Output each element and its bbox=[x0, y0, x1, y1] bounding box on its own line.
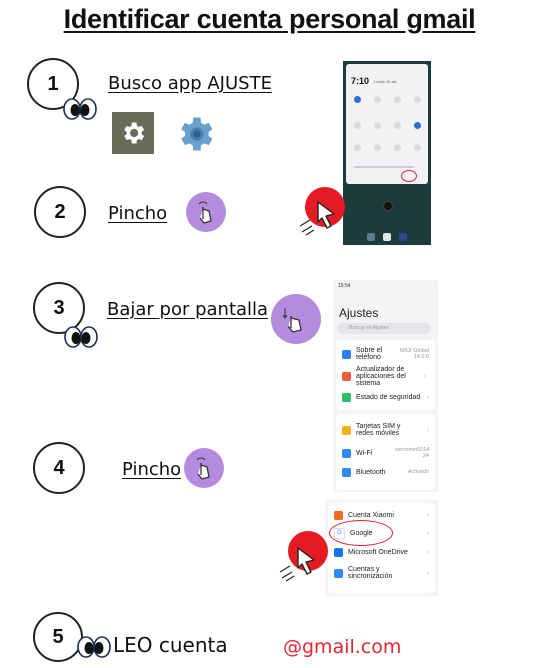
toggle-icon bbox=[354, 96, 361, 103]
settings-item[interactable]: Actualizador de aplicaciones del sistema… bbox=[336, 366, 435, 387]
step-3-number: 3 bbox=[33, 282, 85, 334]
eyes-icon bbox=[63, 98, 97, 120]
step-4-number: 4 bbox=[33, 442, 85, 494]
toggle-icon bbox=[394, 144, 401, 151]
accounts-screenshot: Cuenta Xiaomi › G Google › Microsoft One… bbox=[325, 500, 438, 596]
chevron-right-icon: › bbox=[426, 426, 429, 434]
settings-item[interactable]: Estado de seguridad › bbox=[336, 390, 435, 404]
step-4-label: Pincho bbox=[122, 459, 182, 480]
settings-item[interactable]: Bluetooth Activado bbox=[336, 464, 435, 480]
step-3-label: Bajar por pantalla bbox=[107, 299, 269, 320]
step-2-label: Pincho bbox=[108, 203, 168, 224]
cursor-hand-icon bbox=[299, 201, 335, 236]
quick-settings-panel: 7:10 Lunes 15 dic bbox=[346, 64, 428, 184]
tap-gesture-icon bbox=[186, 192, 226, 232]
toggle-icon bbox=[354, 122, 361, 129]
chevron-right-icon: › bbox=[426, 529, 429, 537]
phone-quick-settings-screenshot: 7:10 Lunes 15 dic bbox=[343, 61, 431, 245]
scroll-gesture-icon bbox=[271, 294, 321, 344]
swipe-finger-icon bbox=[282, 308, 302, 333]
toggle-icon bbox=[374, 122, 381, 129]
step-1-label: Busco app AJUSTE bbox=[108, 73, 272, 94]
settings-group-1 bbox=[336, 340, 435, 410]
toggle-icon bbox=[414, 122, 421, 129]
tap-finger-icon bbox=[196, 457, 210, 480]
toggle-icon bbox=[394, 122, 401, 129]
settings-search-field: Buscar en Ajustes bbox=[337, 323, 431, 334]
security-icon bbox=[342, 392, 351, 402]
step-5-label: LEO cuenta bbox=[113, 633, 228, 657]
dock-app-icon bbox=[383, 233, 391, 241]
settings-gear-highlight bbox=[401, 170, 417, 182]
account-item[interactable]: Cuentas y sincronización › bbox=[328, 562, 435, 584]
tap-finger-icon bbox=[198, 201, 212, 224]
settings-group-2 bbox=[336, 414, 435, 490]
dock-app-icon bbox=[367, 233, 375, 241]
clock-date: Lunes 15 dic bbox=[374, 79, 397, 84]
eyes-icon bbox=[77, 636, 111, 658]
step-5-number: 5 bbox=[33, 612, 83, 662]
step-2-number: 2 bbox=[34, 186, 86, 238]
phone-info-icon bbox=[342, 349, 351, 359]
toggle-icon bbox=[374, 144, 381, 151]
account-item[interactable]: Microsoft OneDrive › bbox=[328, 545, 435, 559]
settings-item[interactable]: Wi-Fi sercomin0014 24 bbox=[336, 444, 435, 462]
toggle-icon bbox=[394, 96, 401, 103]
chevron-right-icon: › bbox=[426, 569, 429, 577]
settings-app-icon-dark bbox=[112, 112, 154, 154]
chevron-right-icon: › bbox=[426, 393, 429, 401]
page-title: Identificar cuenta personal gmail bbox=[63, 4, 476, 34]
update-icon bbox=[342, 371, 351, 381]
google-highlight bbox=[329, 520, 393, 546]
settings-item[interactable]: Tarjetas SIM y redes móviles › bbox=[336, 420, 435, 440]
bluetooth-icon bbox=[342, 467, 351, 477]
step-1-number: 1 bbox=[27, 58, 79, 110]
settings-item[interactable]: Sobre el teléfono MIUI Global 14.0.8 bbox=[336, 344, 435, 364]
sync-icon bbox=[334, 568, 343, 578]
tap-gesture-icon bbox=[184, 448, 224, 488]
chevron-right-icon: › bbox=[424, 372, 427, 380]
onedrive-icon bbox=[334, 547, 343, 557]
dock-app-icon bbox=[399, 233, 407, 241]
xiaomi-icon bbox=[334, 510, 343, 520]
toggle-icon bbox=[414, 96, 421, 103]
settings-app-icon-blue bbox=[181, 117, 213, 151]
eyes-icon bbox=[64, 326, 98, 348]
tap-indicator bbox=[288, 531, 328, 571]
settings-heading: Ajustes bbox=[339, 306, 379, 320]
email-domain: @gmail.com bbox=[283, 636, 402, 658]
wifi-icon bbox=[342, 448, 351, 458]
toggle-icon bbox=[374, 96, 381, 103]
brightness-slider bbox=[354, 166, 414, 168]
account-item[interactable]: Cuenta Xiaomi › bbox=[328, 508, 435, 522]
accounts-group bbox=[328, 503, 435, 593]
cursor-hand-icon bbox=[279, 547, 315, 582]
sim-card-icon bbox=[342, 425, 351, 435]
status-time: 15:54 bbox=[338, 283, 351, 289]
toggle-icon bbox=[354, 144, 361, 151]
chevron-right-icon: › bbox=[426, 548, 429, 556]
settings-screenshot: 15:54 Ajustes Buscar en Ajustes Sobre el… bbox=[333, 280, 438, 492]
toggle-icon bbox=[414, 144, 421, 151]
chevron-right-icon: › bbox=[426, 511, 429, 519]
clock-time: 7:10 bbox=[351, 76, 370, 86]
gear-icon bbox=[124, 122, 145, 144]
camera-icon bbox=[383, 201, 393, 211]
